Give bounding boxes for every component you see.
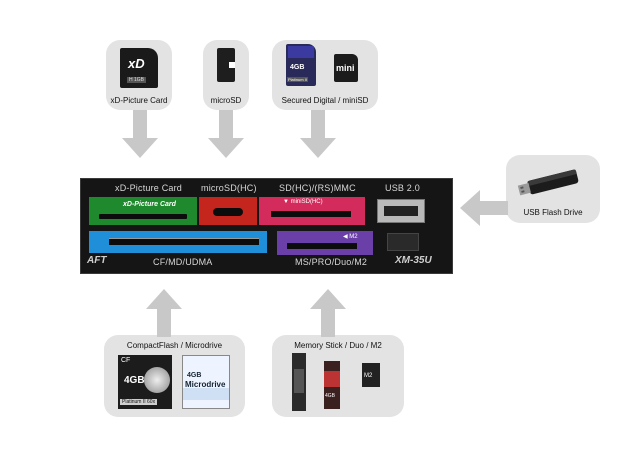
- xd-card-box: xD H 1GB xD-Picture Card: [106, 40, 172, 110]
- card-reader-panel: xD-Picture Card microSD(HC) SD(HC)/(RS)M…: [80, 178, 453, 274]
- xd-card-logo: xD: [128, 56, 145, 71]
- usb-drive-box: USB Flash Drive: [506, 155, 600, 223]
- xd-card-image: xD H 1GB: [120, 48, 158, 88]
- microdrive-capacity: 4GB: [187, 372, 202, 379]
- sd-slot[interactable]: ▼ miniSD(HC): [259, 197, 365, 225]
- microsd-card-image: [217, 48, 235, 82]
- xd-slot[interactable]: xD-Picture Card: [89, 197, 197, 225]
- usb-port[interactable]: [377, 199, 425, 223]
- cf-card-model: Platinum II 60x: [120, 399, 158, 405]
- ms-card-box: Memory Stick / Duo / M2 4GB M2: [272, 335, 404, 417]
- cf-card-label: CompactFlash / Microdrive: [126, 341, 223, 350]
- panel-label-usb: USB 2.0: [385, 183, 420, 193]
- microsd-slot[interactable]: [199, 197, 257, 225]
- m2-card-text: M2: [364, 373, 373, 379]
- sd-card-image: 4GB Platinum II: [286, 44, 316, 86]
- sd-card-box: 4GB Platinum II mini Secured Digital / m…: [272, 40, 378, 110]
- panel-label-microsd: microSD(HC): [201, 183, 257, 193]
- arrow-up-cf: [146, 289, 182, 337]
- minisd-card-image: mini: [334, 54, 358, 82]
- arrow-down-xd: [122, 110, 158, 158]
- cf-card-top: CF: [121, 357, 131, 364]
- sd-card-model: Platinum II: [287, 77, 308, 82]
- ms-card-label: Memory Stick / Duo / M2: [294, 341, 382, 350]
- microsd-card-box: microSD: [203, 40, 249, 110]
- cf-card-image: CF 4GB Platinum II 60x: [118, 355, 172, 409]
- ms-slot[interactable]: ◀ M2: [277, 231, 373, 255]
- panel-label-xd: xD-Picture Card: [115, 183, 183, 193]
- microdrive-name: Microdrive: [185, 380, 226, 389]
- memory-stick-image: [292, 353, 306, 411]
- minisd-card-text: mini: [336, 63, 355, 73]
- usb-drive-label: USB Flash Drive: [523, 208, 583, 217]
- arrow-left-usb: [460, 190, 508, 226]
- m2-card-image: M2: [362, 363, 380, 387]
- brand-logo: AFT: [87, 255, 107, 266]
- cf-card-box: CompactFlash / Microdrive CF 4GB Platinu…: [104, 335, 245, 417]
- ms-duo-image: 4GB: [324, 361, 340, 409]
- sd-card-capacity: 4GB: [290, 64, 305, 71]
- m2-slot-text: ◀ M2: [343, 234, 358, 240]
- panel-label-ms: MS/PRO/Duo/M2: [295, 257, 368, 267]
- arrow-down-microsd: [208, 110, 244, 158]
- microsd-card-label: microSD: [210, 96, 242, 105]
- minisd-slot-text: ▼ miniSD(HC): [283, 199, 323, 205]
- xd-card-sub: H 1GB: [127, 77, 147, 83]
- eject-button[interactable]: [387, 233, 419, 251]
- xd-card-label: xD-Picture Card: [110, 96, 168, 105]
- model-name: XM-35U: [395, 255, 432, 266]
- arrow-down-sd: [300, 110, 336, 158]
- sd-card-label: Secured Digital / miniSD: [281, 96, 369, 105]
- arrow-up-ms: [310, 289, 346, 337]
- xd-slot-text: xD-Picture Card: [123, 201, 176, 208]
- panel-label-sd: SD(HC)/(RS)MMC: [279, 183, 356, 193]
- ms-duo-capacity: 4GB: [325, 393, 336, 399]
- cf-slot[interactable]: [89, 231, 267, 253]
- panel-label-cf: CF/MD/UDMA: [153, 257, 213, 267]
- microdrive-image: 4GB Microdrive: [182, 355, 230, 409]
- usb-drive-icon: [517, 169, 579, 196]
- cf-card-capacity: 4GB: [124, 375, 145, 386]
